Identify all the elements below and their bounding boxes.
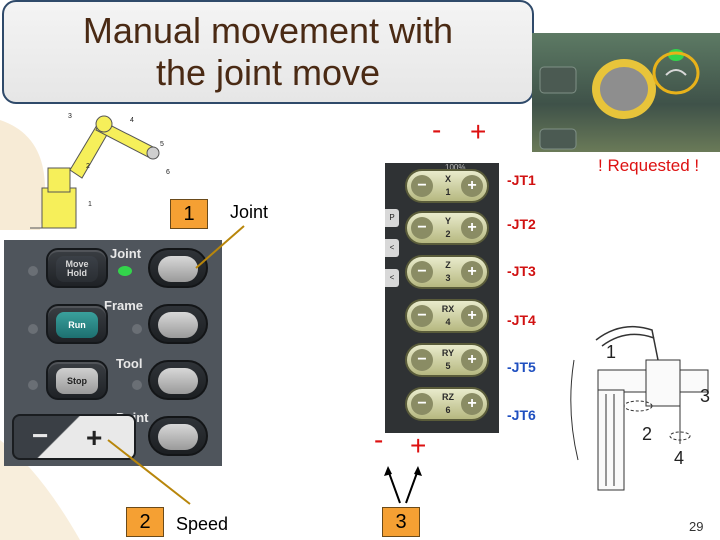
led-indicator [28, 324, 38, 334]
jog-minus: − [411, 217, 433, 239]
keypad-label-frame: Frame [104, 298, 144, 313]
point-mode-key[interactable] [148, 416, 208, 456]
jog-plus: + [461, 305, 483, 327]
tool-mode-key[interactable] [148, 360, 208, 400]
move-hold-label: Move Hold [56, 256, 98, 282]
jog-minus: − [411, 349, 433, 371]
joint-mode-icon [158, 256, 198, 282]
robot-axis-2: 2 [86, 163, 90, 170]
controller-buttons [539, 49, 700, 150]
title-line-1: Manual movement with [82, 10, 454, 51]
scara-axis-1: 1 [606, 342, 616, 362]
callout-1-box: 1 [170, 199, 208, 229]
run-label: Run [56, 312, 98, 338]
joint-label-jt6: -JT6 [507, 407, 536, 423]
robot-axis-5: 5 [160, 141, 164, 148]
requested-status: ! Requested ! [598, 156, 700, 175]
page-number: 29 [689, 519, 704, 534]
robot-arm-sketch: 3 4 5 6 2 1 [30, 113, 170, 229]
joint-label-jt3: -JT3 [507, 263, 536, 279]
callout-3-box: 3 [382, 507, 420, 537]
speed-percent: 100% [445, 163, 466, 172]
joint-caption: Joint [230, 202, 269, 222]
title-line-2: the joint move [155, 52, 381, 93]
left-keypad-photo: Joint Frame Tool Point Move Hold Run Sto… [4, 240, 222, 466]
run-key[interactable]: Run [46, 304, 108, 344]
sign-plus-top: + [470, 116, 487, 147]
tool-mode-icon [158, 368, 198, 394]
scara-robot-sketch: 1 3 2 4 [570, 325, 710, 491]
speed-plus: + [86, 422, 103, 453]
point-mode-icon [158, 424, 198, 450]
speed-minus: − [32, 420, 49, 451]
jog-minus: − [411, 305, 433, 327]
scara-axis-3: 3 [700, 386, 710, 406]
callout-2-box: 2 [126, 507, 164, 537]
led-indicator [132, 380, 142, 390]
sign-minus-top: - [432, 114, 442, 145]
joint-label-jt4: -JT4 [507, 312, 536, 328]
stop-label: Stop [56, 368, 98, 394]
scara-axis-4: 4 [674, 448, 684, 468]
joint-label-jt1: -JT1 [507, 172, 536, 188]
scara-axis-2: 2 [642, 424, 652, 444]
frame-mode-key[interactable] [148, 304, 208, 344]
led-indicator [132, 324, 142, 334]
side-button[interactable]: P [385, 209, 399, 227]
joint-led-green [118, 266, 132, 276]
jog-plus: + [461, 175, 483, 197]
controller-photo [532, 33, 720, 152]
jog-minus: − [411, 261, 433, 283]
keypad-label-joint: Joint [110, 246, 142, 261]
side-button[interactable]: < [385, 239, 399, 257]
led-indicator [28, 380, 38, 390]
keypad-label-tool: Tool [116, 356, 143, 371]
sign-plus-bottom: + [410, 430, 427, 461]
robot-axis-3: 3 [68, 113, 72, 120]
robot-axis-1: 1 [88, 201, 92, 208]
jog-minus: − [411, 393, 433, 415]
led-indicator [28, 266, 38, 276]
frame-mode-icon [158, 312, 198, 338]
move-hold-key[interactable]: Move Hold [46, 248, 108, 288]
stop-key[interactable]: Stop [46, 360, 108, 400]
jog-plus: + [461, 393, 483, 415]
slide-title: Manual movement with the joint move [2, 0, 534, 104]
joint-mode-key[interactable] [148, 248, 208, 288]
speed-key[interactable]: − + [12, 414, 136, 460]
robot-axis-4: 4 [130, 117, 134, 124]
jog-plus: + [461, 349, 483, 371]
joint-label-jt2: -JT2 [507, 216, 536, 232]
jog-plus: + [461, 261, 483, 283]
jog-plus: + [461, 217, 483, 239]
speed-caption: Speed [176, 514, 229, 534]
joint-label-jt5: -JT5 [507, 359, 536, 375]
robot-axis-6: 6 [166, 169, 170, 176]
side-button[interactable]: < [385, 269, 399, 287]
jog-minus: − [411, 175, 433, 197]
sign-minus-bottom: - [374, 424, 384, 455]
